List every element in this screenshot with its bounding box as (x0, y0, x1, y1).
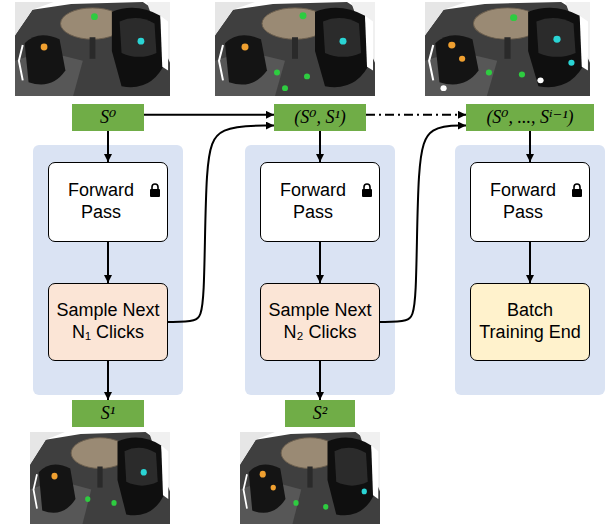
lock-icon (150, 184, 160, 197)
node-text: Forward Pass (55, 180, 147, 223)
click-dot (260, 471, 266, 478)
node-text: S¹ (101, 403, 115, 424)
node-text: S⁰ (100, 107, 116, 128)
node-text: Forward Pass (477, 180, 569, 223)
flow-arrow (529, 131, 531, 162)
click-dot (323, 504, 328, 510)
scene-render (15, 2, 170, 96)
click-dot (138, 38, 145, 45)
node-text: Sample Next N₁ Clicks (55, 300, 161, 343)
flow-arrow (107, 242, 109, 283)
click-dot (340, 38, 347, 45)
state-label: (S⁰, S¹) (274, 104, 366, 131)
sampling-box: Sample Next N₁ Clicks (48, 283, 168, 361)
flow-arrow (168, 126, 274, 322)
node-text: S² (313, 403, 327, 424)
node-text: (S⁰, S¹) (294, 107, 346, 128)
scene-image (425, 2, 590, 96)
process-box: Forward Pass (48, 162, 168, 242)
click-dot (362, 489, 367, 495)
click-dot (486, 70, 492, 76)
state-label: S⁰ (72, 104, 144, 131)
scene-render (425, 2, 590, 96)
stage-panel (245, 145, 395, 395)
flow-arrow (319, 361, 321, 400)
node-text: Sample Next N₂ Clicks (267, 300, 373, 343)
node-text: Forward Pass (267, 180, 359, 223)
lock-icon (362, 184, 372, 197)
state-label: S² (285, 400, 355, 427)
click-dot (274, 70, 280, 76)
click-dot (300, 12, 307, 19)
scene-render (30, 432, 170, 524)
process-box: Forward Pass (260, 162, 380, 242)
click-dot (510, 14, 517, 21)
sampling-box: Sample Next N₂ Clicks (260, 283, 380, 361)
click-dot (568, 60, 574, 66)
click-dot (304, 73, 310, 79)
click-dot (141, 469, 147, 476)
click-dot (85, 496, 90, 502)
node-text: (S⁰, ..., Sⁱ⁻¹) (486, 107, 573, 128)
click-dot (91, 13, 98, 20)
click-dot (51, 473, 57, 480)
node-text: Batch Training End (477, 300, 583, 343)
scene-image (215, 2, 375, 96)
process-box: Forward Pass (470, 162, 590, 242)
flow-arrow (319, 131, 321, 162)
scene-render (240, 432, 380, 524)
stage-panel (33, 145, 183, 395)
click-dot (271, 485, 276, 491)
scene-render (215, 2, 375, 96)
click-dot (519, 72, 525, 78)
state-label: S¹ (72, 400, 144, 427)
flow-arrow (319, 242, 321, 283)
stage-panel (455, 145, 605, 395)
flow-arrow (107, 361, 109, 400)
end-box: Batch Training End (470, 283, 590, 361)
click-dot (242, 44, 249, 51)
flow-arrow (380, 126, 466, 322)
click-dot (537, 77, 543, 83)
scene-image (30, 432, 170, 524)
scene-image (240, 432, 380, 524)
flow-arrow (107, 131, 109, 162)
click-dot (459, 56, 465, 62)
flow-arrow (366, 114, 466, 116)
flow-arrow (529, 242, 531, 283)
click-dot (553, 36, 560, 43)
click-dot (293, 500, 298, 506)
state-label: (S⁰, ..., Sⁱ⁻¹) (466, 104, 594, 131)
lock-icon (572, 184, 582, 197)
flow-arrow (144, 114, 274, 116)
click-dot (282, 85, 288, 91)
click-dot (111, 500, 116, 506)
click-dot (440, 85, 446, 91)
click-dot (448, 42, 455, 49)
click-dot (41, 44, 48, 51)
scene-image (15, 2, 170, 96)
